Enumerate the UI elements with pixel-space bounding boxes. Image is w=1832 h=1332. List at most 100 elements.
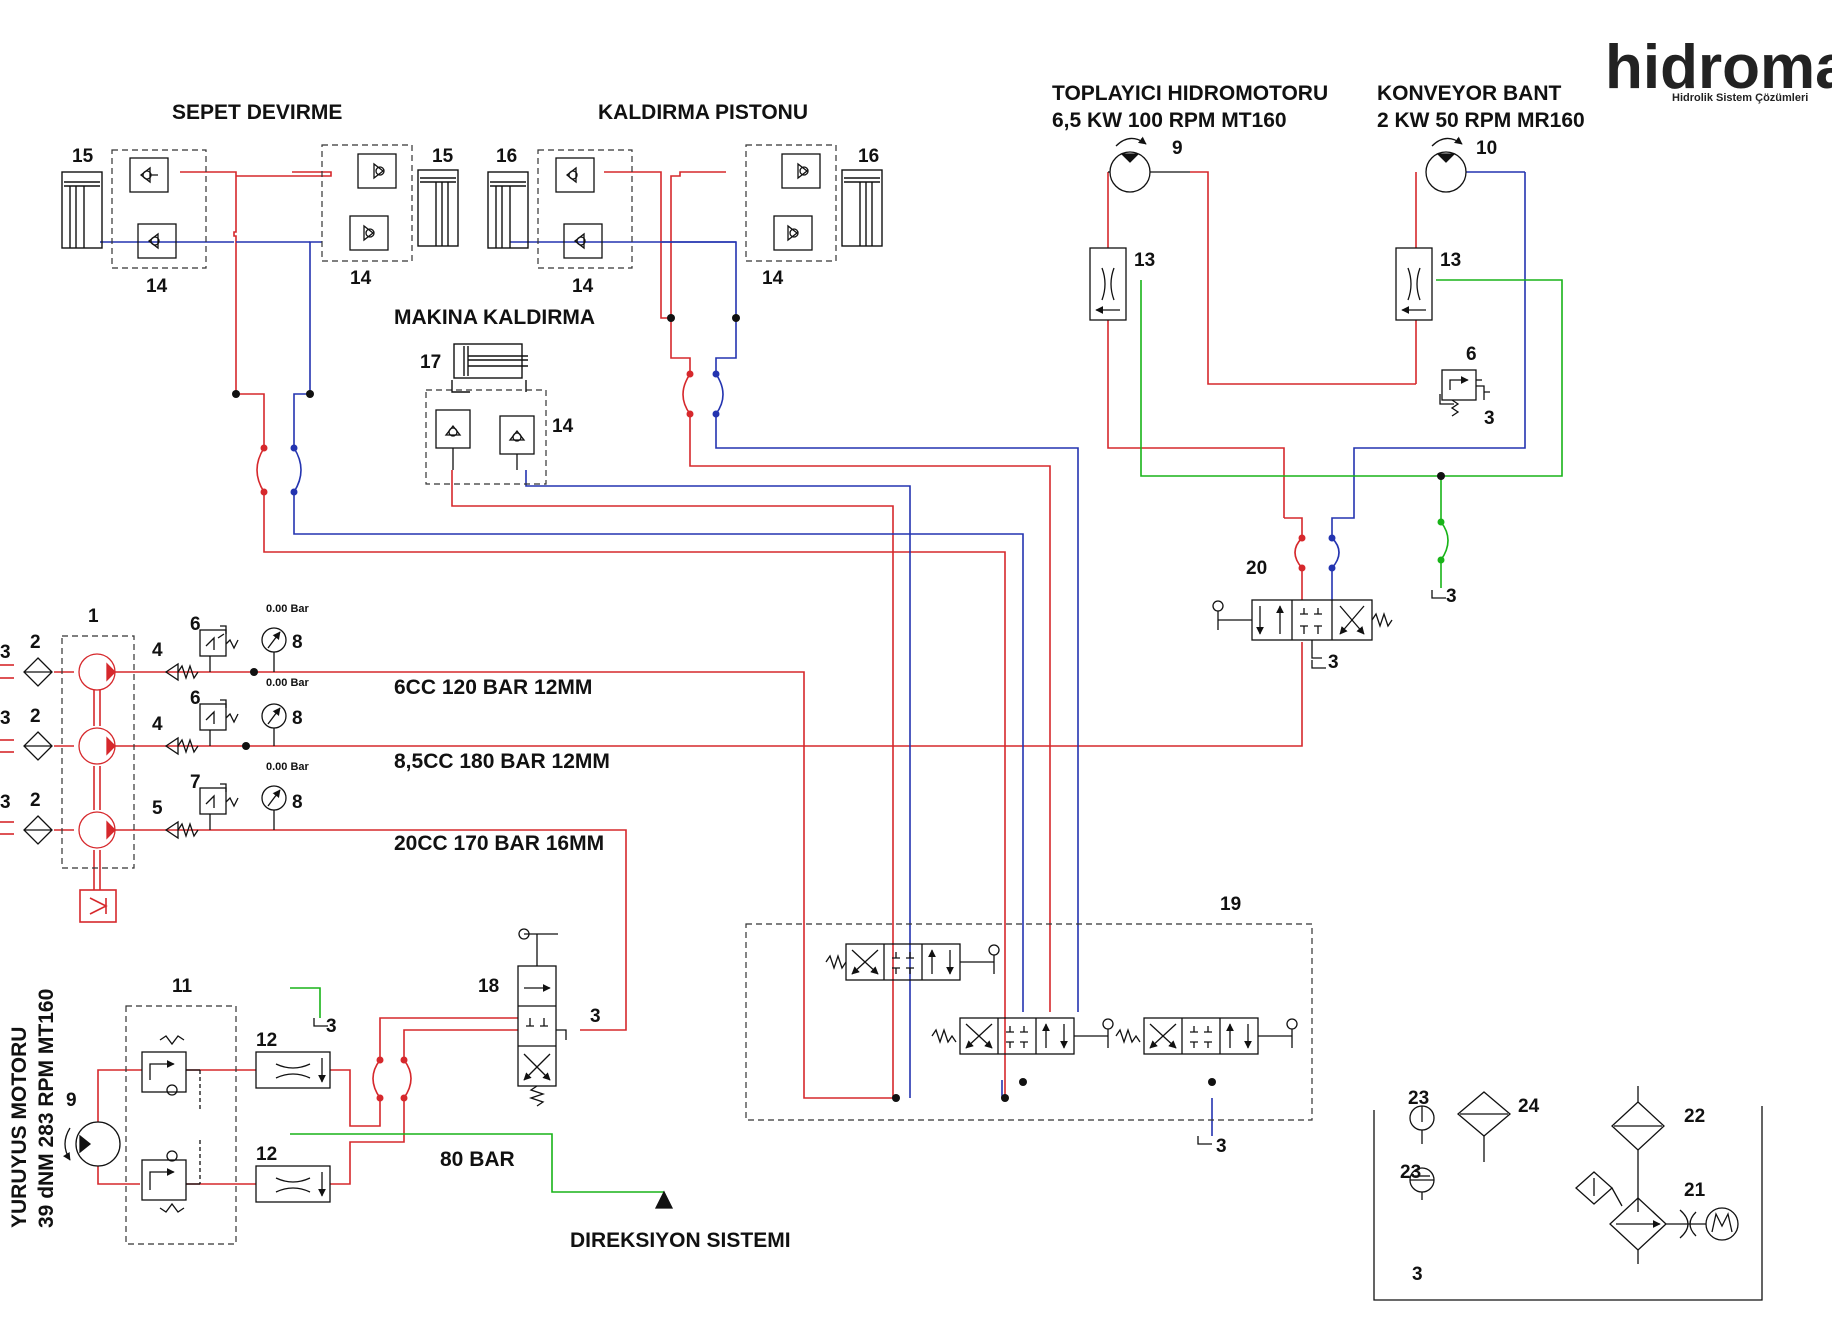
check-valve-4-b (164, 736, 199, 756)
relief-valve-7 (199, 783, 239, 830)
relief-valve-11-b (141, 1140, 201, 1213)
label-22: 22 (1684, 1106, 1705, 1127)
directional-valve-19-c (1115, 1017, 1298, 1055)
steering-arrow (654, 1190, 674, 1209)
label-19: 19 (1220, 894, 1241, 915)
gauge-reading-2: 0.00 Bar (266, 677, 310, 689)
pump-group-1 (61, 635, 135, 869)
junction-dots (232, 314, 1445, 1102)
label-24: 24 (1518, 1096, 1540, 1117)
relief-valve-6-a (199, 625, 239, 672)
label-14-b: 14 (350, 268, 372, 289)
label-14-a: 14 (146, 276, 168, 297)
flow-control-13-a (1089, 247, 1127, 321)
hydromotor-9-yuruyus (62, 1121, 121, 1167)
title-konveyor-2: 2 KW 50 RPM MR160 (1377, 109, 1585, 132)
label-9-top: 9 (1172, 138, 1183, 159)
label-14-c: 14 (572, 276, 594, 297)
filter-2-c (23, 815, 53, 845)
label-6-konveyor: 6 (1466, 344, 1477, 365)
label-3-konveyor: 3 (1484, 408, 1495, 429)
label-8-b: 8 (292, 708, 303, 729)
valve-block-14-a (111, 149, 207, 269)
label-3-green: 3 (1446, 586, 1457, 607)
brand-name: hidroman (1605, 33, 1832, 102)
cylinder-16-left (487, 171, 529, 249)
label-16-b: 16 (858, 146, 879, 167)
relief-valve-6-b (199, 699, 239, 746)
filter-24 (1456, 1091, 1512, 1162)
pump-section (23, 625, 287, 849)
check-valve-5 (164, 820, 199, 840)
level-gauge-23 (1409, 1167, 1435, 1200)
label-23-a: 23 (1408, 1088, 1429, 1109)
directional-valves (313, 394, 1454, 1209)
label-13-a: 13 (1134, 250, 1155, 271)
relief-valve-6-konveyor (1441, 369, 1490, 417)
label-3-steer: 3 (326, 1016, 337, 1037)
label-18: 18 (478, 976, 499, 997)
return-lines (100, 171, 1526, 1136)
directional-valve-20 (1212, 599, 1393, 659)
gauge-reading-3: 0.00 Bar (266, 761, 310, 773)
cylinder-16-right (841, 169, 883, 247)
check-valve-4-a (164, 662, 199, 682)
label-10: 10 (1476, 138, 1497, 159)
label-2-a: 2 (30, 632, 41, 653)
check-valves (129, 153, 821, 470)
label-9-yuruyus: 9 (66, 1090, 77, 1111)
label-3-valve20: 3 (1328, 652, 1339, 673)
title-toplayici-2: 6,5 KW 100 RPM MT160 (1052, 109, 1287, 132)
label-2-b: 2 (30, 706, 41, 727)
label-3-valve19: 3 (1216, 1136, 1227, 1157)
quick-couplers (260, 370, 1445, 1102)
title-kaldirma-pistonu: KALDIRMA PISTONU (598, 101, 808, 124)
label-4-a: 4 (152, 640, 163, 661)
label-17: 17 (420, 352, 441, 373)
valve-block-11 (125, 1005, 237, 1245)
label-14-e: 14 (552, 416, 574, 437)
label-23-b: 23 (1400, 1162, 1421, 1183)
hydromotor-10 (1425, 136, 1467, 193)
title-toplayici-1: TOPLAYICI HIDROMOTORU (1052, 82, 1328, 105)
label-15-b: 15 (432, 146, 454, 167)
directional-valve-19-b (931, 1017, 1114, 1055)
label-13-b: 13 (1440, 250, 1461, 271)
gauge-reading-1: 0.00 Bar (266, 603, 310, 615)
brand-tagline: Hidrolik Sistem Çözümleri (1672, 92, 1808, 104)
valve-block-14-c (537, 149, 633, 269)
flow-control-12-a (255, 1051, 331, 1089)
label-3-tank: 3 (1412, 1264, 1423, 1285)
drain-lines (290, 279, 1563, 1193)
title-konveyor-1: KONVEYOR BANT (1377, 82, 1562, 105)
label-2-c: 2 (30, 790, 41, 811)
label-12-a: 12 (256, 1030, 277, 1051)
valve-bank-19 (745, 923, 1313, 1121)
reservoir-legend (1373, 1086, 1763, 1301)
valve-block-14-b (321, 144, 413, 262)
flow-control-12-b (255, 1165, 331, 1203)
gauge-8-a (261, 627, 287, 672)
title-makina-kaldirma: MAKINA KALDIRMA (394, 306, 595, 329)
filter-2-b (23, 731, 53, 761)
title-sepet-devirme: SEPET DEVIRME (172, 101, 342, 124)
label-4-b: 4 (152, 714, 163, 735)
line-label-pump3: 20CC 170 BAR 16MM (394, 832, 604, 855)
brand-logo: hidroman Hidrolik Sistem Çözümleri (1605, 33, 1832, 104)
temperature-gauge-23 (1409, 1105, 1435, 1144)
filter-2-a (23, 657, 53, 687)
label-15-a: 15 (72, 146, 94, 167)
hydromotors (62, 136, 1490, 1213)
label-1: 1 (88, 606, 99, 627)
label-16-a: 16 (496, 146, 517, 167)
title-yuruyus-2: 39 dNM 283 RPM MT160 (35, 989, 58, 1228)
tank-symbols (313, 394, 1454, 1145)
line-label-pump2: 8,5CC 180 BAR 12MM (394, 750, 610, 773)
gauge-8-c (261, 785, 287, 830)
valve-block-14-d (745, 144, 837, 262)
hydromotor-9-top (1108, 136, 1190, 193)
filter-22 (1611, 1086, 1665, 1212)
label-14-d: 14 (762, 268, 784, 289)
directional-valve-18 (517, 928, 567, 1107)
